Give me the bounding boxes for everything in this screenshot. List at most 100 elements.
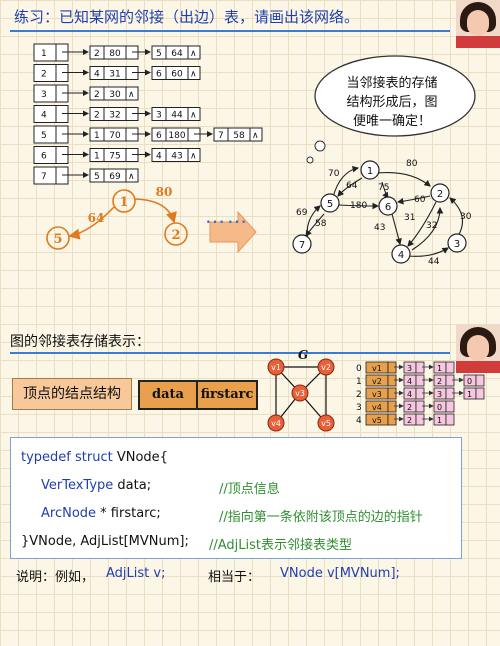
network-node-label: 3 [454, 239, 460, 250]
callout-line-2: 结构形成后，图 [346, 95, 438, 110]
edge-target: 1 [94, 152, 100, 162]
exercise-label: 练习： [14, 8, 60, 26]
code-line-4: }VNode, AdjList[MVNum]; [21, 534, 189, 549]
adj-edge-target: 0 [467, 377, 472, 386]
graph-label: G [298, 348, 308, 362]
edge-target: 3 [156, 111, 162, 121]
adj-edge-target: 3 [407, 364, 412, 373]
code-comment-3: //指向第一条依附该顶点的边的指针 [219, 510, 423, 525]
mini-graph: 1 5 2 64 80 [46, 185, 188, 250]
edge-target: 6 [156, 70, 162, 80]
edge-weight: 43 [171, 152, 182, 162]
edge-target: 7 [218, 131, 224, 141]
edge-weight: 44 [171, 111, 183, 121]
mini-weight-80: 80 [156, 185, 173, 199]
storage-title: 图的邻接表存储表示： [10, 334, 150, 350]
edge-weight: 64 [171, 49, 183, 59]
vertex-index: 3 [41, 90, 47, 100]
edge-weight: 75 [109, 152, 120, 162]
title-underline [10, 30, 450, 32]
code-line-1: typedef struct VNode{ [21, 450, 168, 465]
exercise-title: 练习：已知某网的邻接（出边）表，请画出该网络。 [14, 6, 359, 27]
null-mark: ∧ [190, 111, 197, 121]
callout-text: 当邻接表的存储 结构形成后，图 便唯一确定！ [322, 74, 462, 131]
edge-target: 4 [94, 70, 100, 80]
edge-target: 2 [94, 111, 100, 121]
null-mark: ∧ [128, 172, 135, 182]
network-weight: 180 [350, 201, 367, 211]
edge-weight: 180 [168, 131, 185, 141]
network-weight: 31 [404, 213, 415, 223]
callout-bubble [314, 55, 476, 137]
network-node-label: 1 [367, 166, 373, 177]
code-comment-4: //AdjList表示邻接表类型 [209, 538, 353, 553]
presenter-avatar [456, 0, 500, 48]
mini-node-1 [112, 189, 136, 213]
edge-target: 2 [94, 90, 100, 100]
adj-vertex-label: v4 [372, 403, 382, 412]
edge-target: 2 [94, 49, 100, 59]
network-weight: 69 [296, 208, 308, 218]
graph-vertex-label: v2 [321, 363, 331, 372]
null-mark: ∧ [128, 90, 135, 100]
mini-weight-64: 64 [88, 211, 105, 225]
edge-target: 1 [94, 131, 100, 141]
slide-gap [0, 270, 500, 325]
code-line-3: ArcNode * firstarc; [41, 506, 161, 521]
note-equivalent: 相当于： [208, 570, 261, 585]
vertex-index: 6 [41, 152, 47, 162]
adj-vertex-label: v2 [372, 377, 382, 386]
note-adjlist: AdjList v; [106, 566, 166, 581]
mini-label-2: 2 [171, 228, 180, 243]
code-block: typedef struct VNode{ VerTexType data; /… [10, 437, 462, 559]
mini-label-1: 1 [119, 195, 128, 210]
network-weight: 43 [374, 223, 385, 233]
vertex-index: 7 [41, 172, 47, 182]
network-weight: 75 [378, 183, 389, 193]
network-node-label: 7 [299, 240, 305, 251]
edge-target: 5 [94, 172, 100, 182]
graph-vertex-label: v5 [321, 419, 331, 428]
network-weight: 80 [406, 159, 418, 169]
null-mark: ∧ [190, 49, 197, 59]
field-firstarc: firstarc [198, 382, 256, 408]
network-weight: 64 [346, 181, 358, 191]
vertex-index: 5 [41, 131, 47, 141]
graph-vertex-label: v1 [271, 363, 281, 372]
title2-underline [10, 352, 450, 354]
adj-vertex-label: v1 [372, 364, 382, 373]
callout-line-3: 便唯一确定！ [352, 114, 431, 129]
callout-line-1: 当邻接表的存储 [346, 76, 438, 91]
network-weight: 30 [460, 212, 472, 222]
row-index: 1 [356, 377, 362, 387]
adj-edge-target: 1 [467, 390, 472, 399]
null-mark: ∧ [190, 152, 197, 162]
adj-edge-target: 1 [437, 416, 442, 425]
adj-edge-target: 4 [407, 390, 412, 399]
network-weight: 44 [428, 257, 440, 267]
adj-vertex-label: v5 [372, 416, 382, 425]
edge-weight: 69 [109, 172, 121, 182]
row-index: 2 [356, 390, 362, 400]
note-vnode: VNode v[MVNum]; [280, 566, 400, 581]
vertex-node-structure-label: 顶点的结点结构 [12, 378, 132, 410]
edge-weight: 31 [109, 70, 120, 80]
edge-weight: 32 [109, 111, 120, 121]
graph-vertex-label: v4 [271, 419, 281, 428]
network-node-label: 2 [437, 189, 443, 200]
note-label: 说明：例如， [16, 570, 95, 585]
field-data: data [140, 382, 198, 408]
network-node-label: 5 [327, 199, 333, 210]
code-comment-2: //顶点信息 [219, 482, 280, 497]
row-index: 3 [356, 403, 362, 413]
edge-target: 4 [156, 152, 162, 162]
adj-edge-target: 0 [437, 403, 442, 412]
row-index: 0 [356, 364, 362, 374]
code-line-2: VerTexType data; [41, 478, 152, 493]
mini-label-5: 5 [53, 232, 62, 247]
network-weight: 58 [315, 219, 327, 229]
adj-edge-target: 1 [437, 364, 442, 373]
